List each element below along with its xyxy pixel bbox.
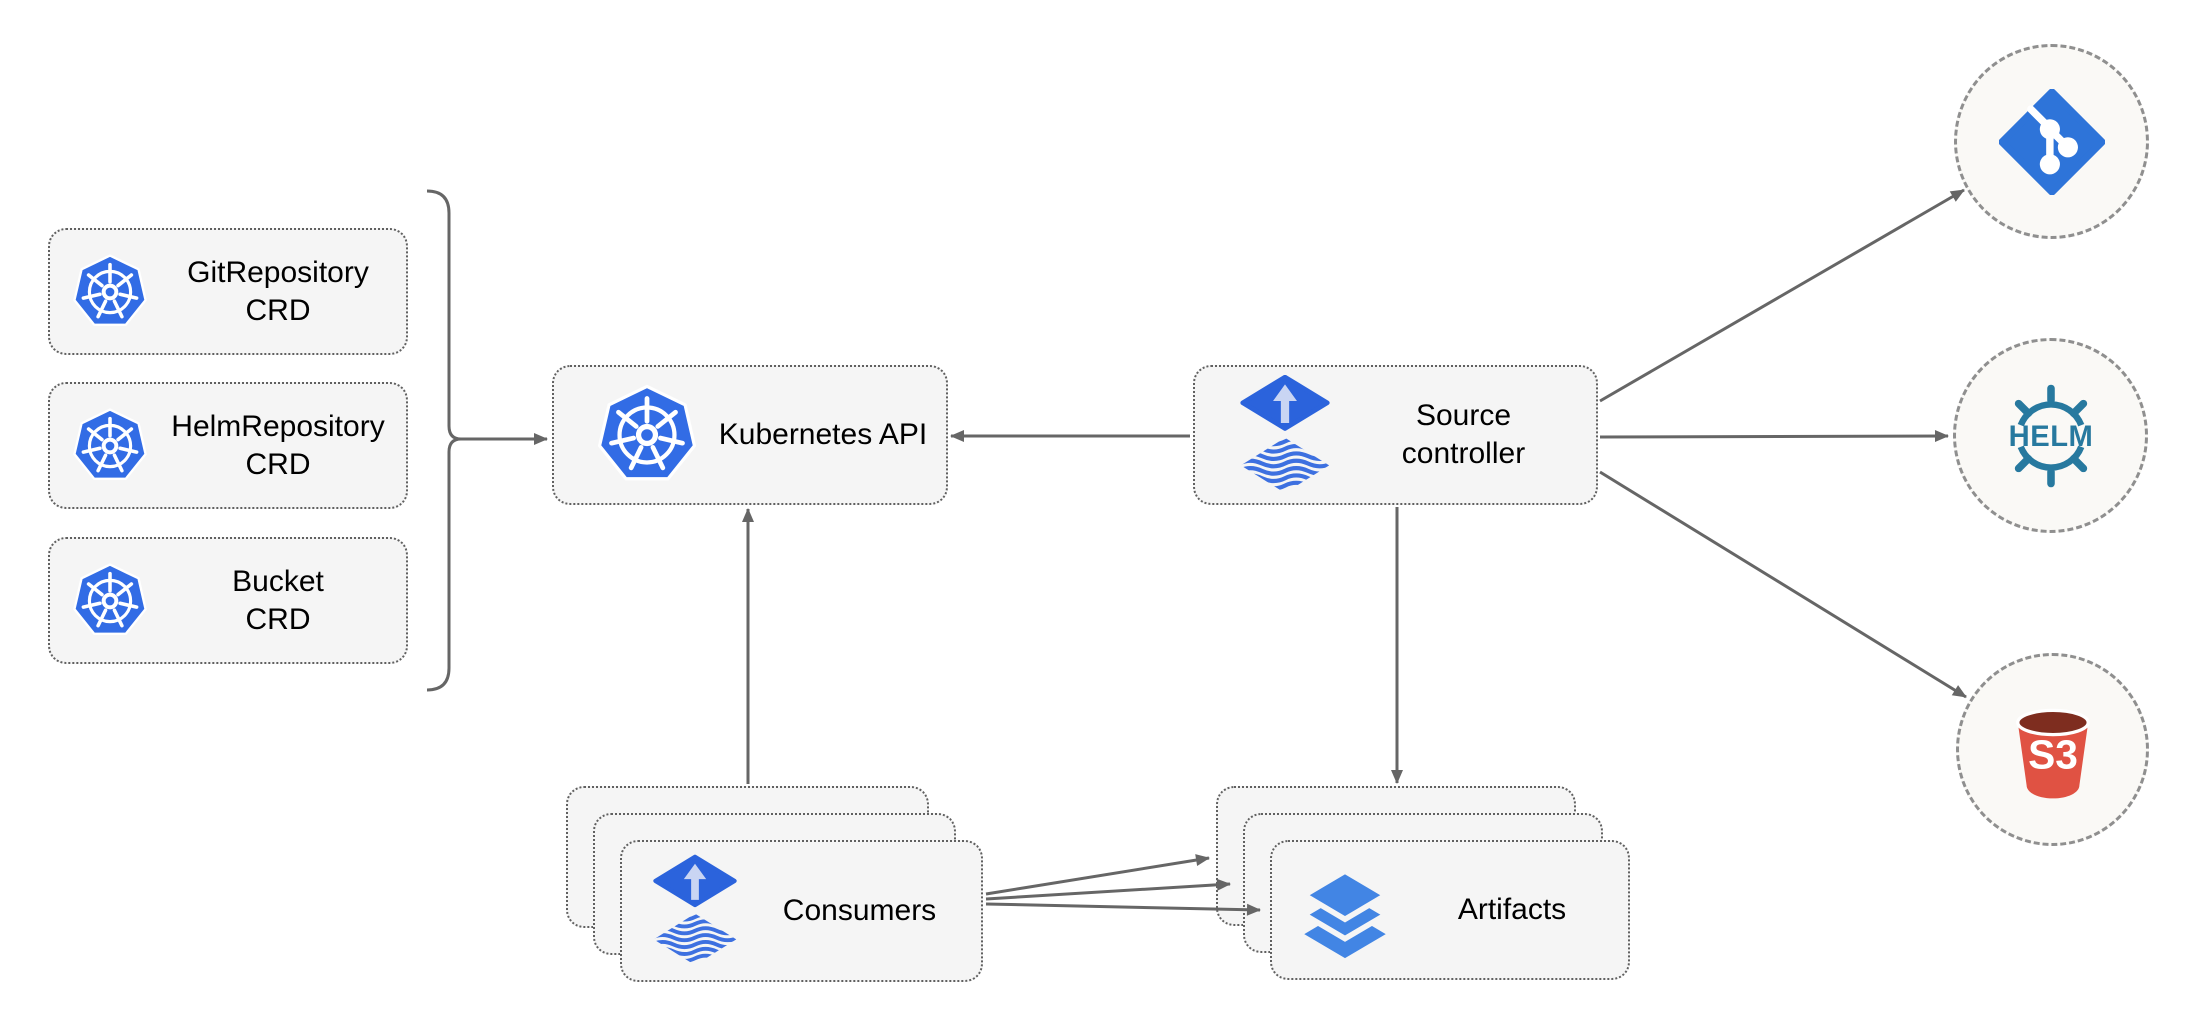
edge-source-to-s3: [1599, 470, 1967, 699]
edge-consumers-to-artifacts-2: [985, 878, 1231, 901]
s3-bucket-icon: S3: [2015, 708, 2090, 798]
crd-label-line2: CRD: [245, 447, 311, 481]
node-gitrepository-crd: GitRepository CRD: [48, 228, 408, 355]
helm-wordmark: HELM: [2008, 421, 2093, 453]
node-label: Kubernetes API: [718, 418, 928, 451]
node-label: HelmRepository CRD: [150, 408, 406, 484]
node-label: GitRepository CRD: [150, 254, 406, 330]
node-bucket-crd: Bucket CRD: [48, 537, 408, 664]
kubernetes-icon: [70, 559, 150, 643]
helm-icon: HELM: [2008, 384, 2093, 487]
edge-source-to-git: [1599, 188, 1965, 403]
source-label-line2: controller: [1401, 437, 1526, 470]
edge-source-to-helm: [1599, 430, 1949, 443]
edge-consumers-to-artifacts-1: [985, 854, 1210, 896]
node-source-controller: Source controller: [1193, 365, 1598, 505]
crd-label-line1: HelmRepository: [171, 409, 385, 443]
kubernetes-icon: [594, 379, 700, 491]
source-label-line1: Source: [1415, 399, 1512, 432]
layers-icon: [1294, 860, 1396, 960]
flux-consumer-icon: [652, 854, 738, 968]
node-helmrepository-crd: HelmRepository CRD: [48, 382, 408, 509]
crd-label-line2: CRD: [245, 293, 311, 327]
s3-wordmark: S3: [2028, 731, 2078, 777]
git-icon: [1999, 89, 2105, 195]
external-s3-source: S3: [1956, 653, 2149, 846]
node-label: Source controller: [1331, 397, 1596, 473]
external-git-source: [1954, 44, 2149, 239]
kubernetes-icon: [70, 250, 150, 334]
node-label: Artifacts: [1457, 893, 1567, 926]
kubernetes-icon: [70, 404, 150, 488]
crd-label-line2: CRD: [245, 602, 311, 636]
node-kubernetes-api: Kubernetes API: [552, 365, 948, 505]
crd-group-brace-lower: [426, 437, 462, 692]
external-helm-source: HELM: [1953, 338, 2148, 533]
crd-label-line1: GitRepository: [187, 255, 369, 289]
node-label: Consumers: [782, 894, 937, 927]
node-consumers: Consumers: [620, 840, 983, 982]
node-label: Bucket CRD: [150, 563, 406, 639]
node-artifacts: Artifacts: [1270, 840, 1630, 980]
flux-source-controller-icon: [1239, 375, 1331, 495]
crd-group-brace: [426, 189, 548, 445]
crd-label-line1: Bucket: [232, 564, 324, 598]
